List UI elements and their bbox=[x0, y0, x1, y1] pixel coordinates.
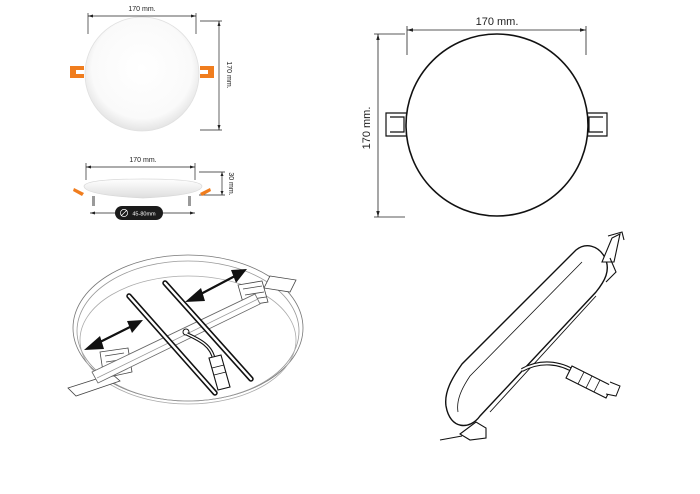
side-left-spring bbox=[92, 196, 95, 206]
side-right-spring bbox=[188, 196, 191, 206]
diameter-icon bbox=[120, 209, 128, 217]
adjust-arrow-right bbox=[185, 269, 247, 302]
top-right-clip bbox=[200, 66, 214, 78]
left-rail bbox=[126, 293, 218, 396]
perspective-panel bbox=[445, 245, 608, 427]
side-width-dimension bbox=[85, 163, 196, 180]
side-height-label: 30 mm. bbox=[227, 172, 234, 195]
top-left-clip bbox=[70, 66, 84, 78]
perspective-bottom-clip bbox=[439, 421, 487, 441]
cable-connector bbox=[182, 328, 231, 391]
side-view: 170 mm. 30 mm. 45-80mm bbox=[73, 157, 234, 220]
installation-view bbox=[67, 254, 304, 405]
perspective-cable bbox=[521, 361, 621, 399]
top-height-dimension bbox=[200, 20, 222, 131]
perspective-view bbox=[439, 231, 625, 441]
perspective-top-clip bbox=[601, 231, 625, 283]
top-width-dimension bbox=[87, 13, 197, 34]
right-rail bbox=[162, 280, 254, 382]
cutout-badge bbox=[115, 206, 163, 220]
side-width-label: 170 mm. bbox=[129, 157, 156, 164]
adjust-arrow-left bbox=[84, 320, 143, 350]
side-height-dimension bbox=[199, 171, 225, 196]
side-left-clip bbox=[73, 188, 84, 196]
outline-panel bbox=[405, 33, 589, 217]
top-height-label: 170 mm. bbox=[225, 61, 232, 88]
top-width-label: 170 mm. bbox=[128, 6, 155, 13]
top-panel bbox=[84, 16, 200, 132]
cutout-label: 45-80mm bbox=[132, 212, 156, 218]
outline-width-label: 170 mm. bbox=[476, 16, 519, 28]
side-panel bbox=[83, 178, 203, 199]
outline-width-dimension bbox=[406, 26, 587, 55]
outline-height-dimension bbox=[374, 33, 405, 218]
side-right-clip bbox=[200, 188, 211, 196]
outline-view: 170 mm. 170 mm. bbox=[361, 16, 608, 218]
top-view: 170 mm. 170 mm. bbox=[70, 6, 232, 132]
outline-height-label: 170 mm. bbox=[361, 107, 373, 150]
